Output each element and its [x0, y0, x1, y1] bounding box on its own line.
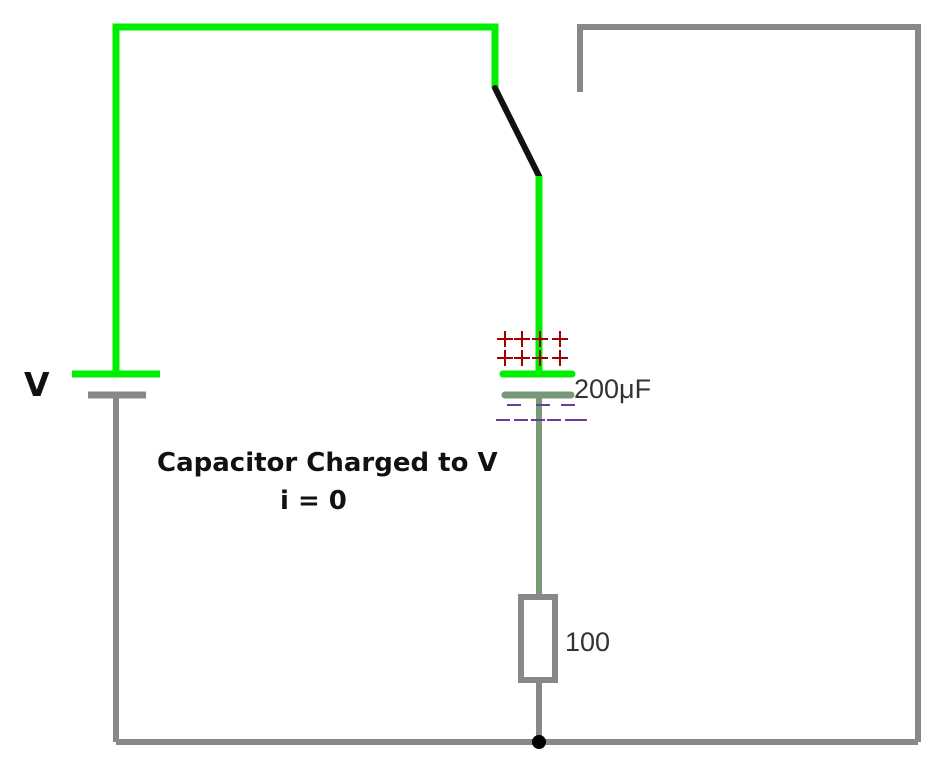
caption-line-2: i = 0 [280, 486, 347, 516]
junction-dot [532, 735, 546, 749]
wire-switch-contact-right-loop [577, 24, 921, 742]
source-label: V [24, 365, 50, 404]
capacitor-value-label: 200μF [574, 374, 651, 404]
resistor-value-label: 100 [565, 627, 610, 657]
caption-line-1: Capacitor Charged to V [157, 448, 498, 478]
switch-blade[interactable] [492, 85, 542, 179]
plus-charges [497, 331, 568, 366]
resistor [518, 594, 558, 683]
wire-source-to-switch [112, 23, 499, 373]
minus-charges [496, 404, 587, 421]
